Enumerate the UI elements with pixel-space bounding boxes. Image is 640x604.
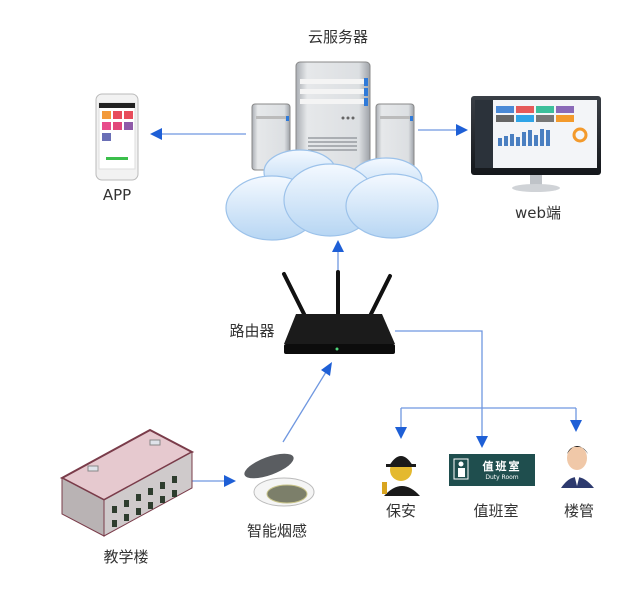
label-duty-room: 值班室: [473, 502, 519, 520]
building-icon: [59, 428, 195, 537]
arrow-to-web: [456, 124, 468, 136]
smoke-detector-icon: [244, 453, 315, 507]
server-cloud-icon: [225, 61, 439, 241]
arrow-to-manager: [570, 420, 582, 432]
security-guard-icon: [382, 456, 420, 496]
sign-text-cn: 值班室: [482, 460, 522, 473]
label-building: 教学楼: [103, 548, 149, 566]
label-building-manager: 楼管: [563, 502, 595, 520]
smartphone-icon: [95, 93, 139, 181]
edge-router-duty-room: [395, 330, 483, 438]
arrow-to-router: [321, 362, 332, 376]
duty-room-sign-icon: [449, 454, 535, 486]
manager-person-icon: [561, 446, 594, 488]
edge-smoke-router: [282, 371, 327, 443]
monitor-dashboard-icon: [471, 96, 601, 192]
arrow-to-app: [150, 128, 162, 140]
label-app: APP: [102, 186, 132, 204]
router-icon: [282, 270, 395, 354]
arrowheads: [150, 124, 582, 487]
label-router: 路由器: [229, 322, 275, 340]
label-web: web端: [514, 204, 562, 222]
label-smoke-detector: 智能烟感: [246, 522, 308, 540]
label-security: 保安: [385, 502, 417, 520]
arrow-to-smoke: [224, 475, 236, 487]
arrow-to-security: [395, 427, 407, 439]
arrow-to-server: [332, 240, 344, 252]
sign-text-en: Duty Room: [485, 474, 519, 481]
label-cloud-server: 云服务器: [307, 28, 369, 46]
arrow-to-duty-room: [476, 436, 488, 448]
connectors: [160, 129, 577, 482]
